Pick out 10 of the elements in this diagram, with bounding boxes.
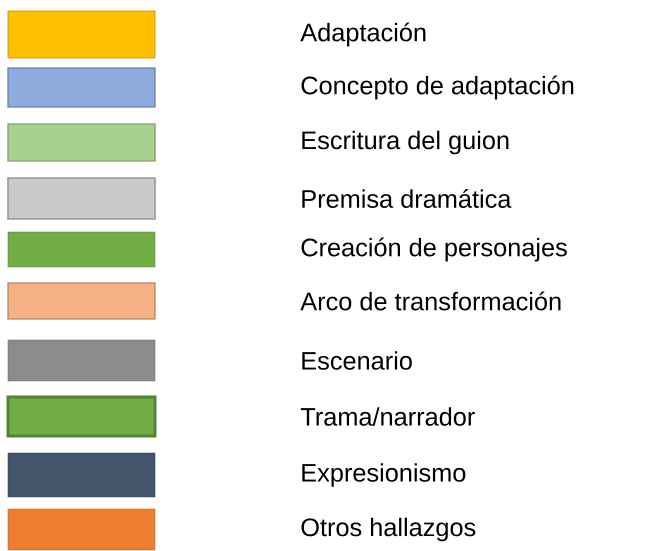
legend-label: Arco de transformación: [300, 292, 560, 310]
legend-label: Concepto de adaptación: [302, 76, 574, 100]
legend-label: Escenario: [302, 351, 412, 370]
legend-label: Adaptación: [300, 22, 426, 46]
legend-label: Premisa dramática: [302, 189, 512, 208]
legend-label: Creación de personajes: [302, 238, 567, 262]
legend-label: Otros hallazgos: [301, 518, 476, 542]
legend-label: Expresionismo: [302, 463, 466, 487]
legend-label: Trama/narrador: [300, 407, 475, 426]
legend-label: Escritura del guion: [302, 130, 508, 154]
